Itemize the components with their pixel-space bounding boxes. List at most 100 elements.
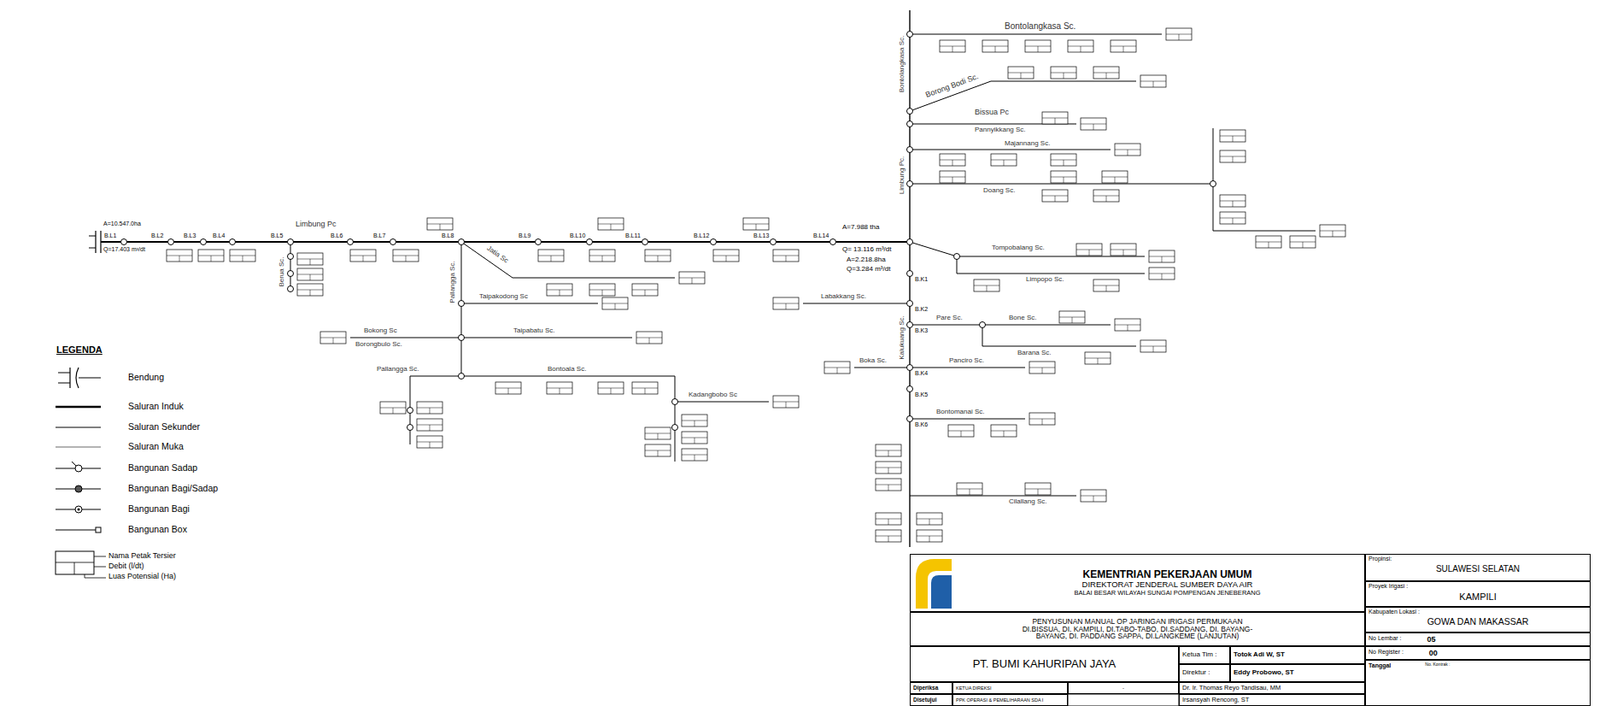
empty-cell	[1067, 693, 1179, 706]
tertiary-box	[166, 249, 193, 262]
tertiary-box	[297, 268, 323, 281]
tertiary-box-divider	[956, 488, 983, 495]
tertiary-box-divider	[297, 258, 323, 265]
structure-symbol	[121, 239, 128, 246]
tertiary-box	[416, 418, 443, 431]
tertiary-box-divider	[1080, 123, 1107, 130]
legend-symbols	[55, 367, 106, 578]
structure-symbol	[907, 239, 914, 246]
canal-label: B.K5	[914, 391, 929, 398]
tertiary-box-divider	[589, 289, 616, 296]
structure-symbol	[347, 239, 354, 246]
tertiary-box	[1114, 318, 1141, 331]
structure-symbol	[979, 322, 986, 329]
division-sample	[77, 508, 81, 511]
tertiary-box	[1059, 310, 1085, 323]
tertiary-box	[392, 249, 419, 262]
tertiary-box	[956, 482, 983, 495]
tertiary-box	[824, 361, 850, 374]
tertiary-box-divider	[713, 255, 739, 262]
tertiary-box	[875, 478, 902, 491]
secondary-canal	[290, 34, 1316, 496]
title-block-cell: KEMENTRIAN PEKERJAAN UMUMDIREKTORAT JEND…	[909, 553, 1366, 612]
canal-label: Panciro Sc.	[948, 357, 985, 364]
legend-text: Nama Petak Tersier	[108, 551, 176, 560]
offtake-sample	[75, 464, 83, 472]
canal-label: Tompobalang Sc.	[990, 244, 1046, 252]
tertiary-box-divider	[1008, 72, 1034, 79]
cell-text: Dr. Ir. Thomas Reyo Tandisau, MM	[1182, 684, 1281, 692]
canal-label: Pallangga Sc.	[375, 365, 420, 373]
legend-text: Saluran Muka	[128, 441, 184, 452]
structure-symbol	[229, 239, 236, 246]
tertiary-box	[538, 249, 564, 262]
canal-label: Taipakodong Sc	[478, 293, 529, 300]
tertiary-box	[636, 331, 663, 344]
structure-symbol	[830, 239, 837, 246]
canal-label: Q=3.284 m³/dt	[845, 265, 891, 273]
tertiary-box-divider	[1219, 135, 1246, 142]
tertiary-box	[632, 381, 658, 394]
tertiary-box-divider	[743, 223, 769, 230]
tertiary-box	[1219, 211, 1246, 224]
structure-symbol	[907, 31, 914, 38]
division-sample	[75, 505, 83, 513]
title-block-cell: KETUA DIREKSI	[952, 681, 1068, 694]
canal-label: B.L13	[752, 232, 770, 239]
tertiary-box	[1050, 66, 1077, 79]
tertiary-box-divider	[1067, 46, 1094, 53]
canal-label: Borongbulo Sc.	[354, 340, 404, 348]
feeder-canal-sample	[55, 446, 101, 448]
title-block-cell: Propinsi:SULAWESI SELATAN	[1365, 553, 1591, 581]
structure-symbol	[907, 322, 914, 329]
structure-symbol	[672, 398, 679, 405]
logo-blue	[931, 574, 952, 609]
tertiary-box-divider	[875, 467, 902, 474]
canal-label: A=10.547.0ha	[102, 220, 142, 227]
structure-symbol	[907, 181, 914, 188]
title-block-cell: PPK OPERASI & PEMELIHARAAN SDA I	[952, 693, 1068, 706]
title-block-cell: Eddy Probowo, ST	[1230, 663, 1366, 682]
tertiary-box	[1148, 250, 1175, 263]
tertiary-box	[416, 435, 443, 448]
canal-label: Majannang Sc.	[1003, 140, 1051, 147]
tertiary-box-divider	[1093, 72, 1120, 79]
tertiary-box	[1008, 66, 1034, 79]
tertiary-box-divider	[875, 518, 902, 525]
canal-label: Kadangbobo Sc	[687, 391, 739, 399]
tertiary-box-divider	[350, 255, 376, 262]
tertiary-box-divider	[392, 255, 419, 262]
tertiary-box-divider	[416, 407, 443, 414]
tertiary-box-divider	[597, 223, 624, 230]
structure-symbol	[287, 286, 294, 293]
tertiary-box-divider	[948, 430, 974, 437]
tertiary-box	[939, 170, 966, 183]
tertiary-box	[644, 444, 671, 457]
structure-symbol	[407, 424, 414, 431]
tertiary-box-divider	[1140, 81, 1167, 88]
tertiary-box	[320, 331, 346, 344]
title-block-cell: Proyek Irigasi :KAMPILI	[1365, 580, 1591, 607]
structure-symbol	[287, 253, 294, 260]
canal-label: B.L1	[103, 232, 118, 239]
tertiary-box	[1148, 267, 1175, 280]
tertiary-box	[990, 424, 1017, 437]
tertiary-box-divider	[1050, 159, 1077, 166]
cell-text: Proyek Irigasi :	[1368, 582, 1588, 590]
structure-symbol	[672, 424, 679, 431]
tertiary-box-divider	[1050, 176, 1077, 183]
legend-text: Bangunan Bagi	[128, 504, 190, 514]
canal-label: Berua Sc.	[278, 255, 286, 288]
tertiary-box	[679, 271, 705, 284]
tertiary-box	[773, 395, 799, 408]
cell-text: No Lembar :	[1368, 634, 1402, 642]
structure-symbol	[954, 253, 961, 260]
cell-text: Diperiksa	[913, 684, 938, 691]
tertiary-box	[297, 283, 323, 296]
cell-text: Eddy Probowo, ST	[1233, 668, 1295, 677]
cell-text: KAMPILI	[1459, 591, 1496, 602]
tertiary-box	[1076, 243, 1102, 256]
tertiary-box	[350, 249, 376, 262]
tertiary-box	[990, 153, 1017, 166]
